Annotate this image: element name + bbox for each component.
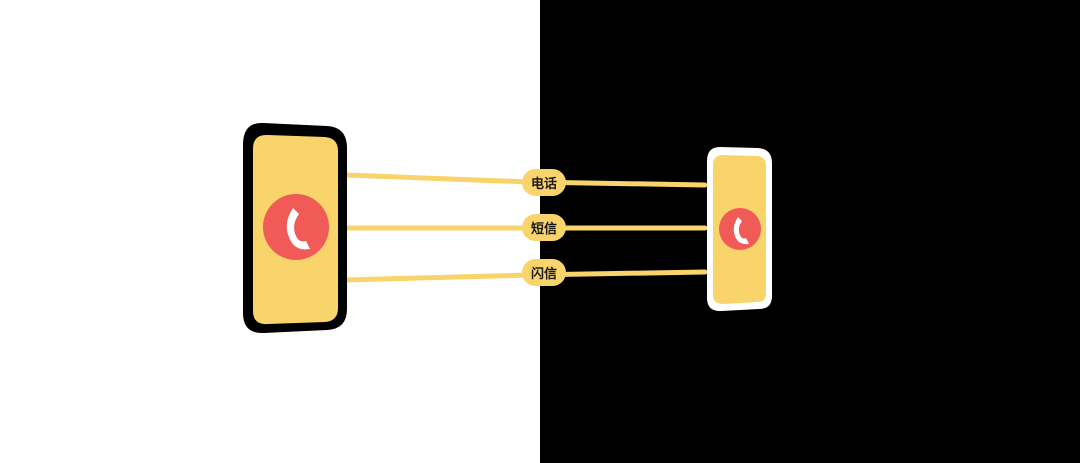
phone-handset-icon <box>733 217 749 245</box>
link-label-sms: 短信 <box>522 214 566 241</box>
left-device <box>243 122 347 334</box>
right-call-button <box>719 208 761 250</box>
link-label-flash-sms-text: 闪信 <box>531 266 557 282</box>
dark-background-panel <box>540 0 1080 463</box>
link-label-call: 电话 <box>522 169 566 196</box>
left-call-button <box>263 194 329 260</box>
link-label-flash-sms: 闪信 <box>522 259 566 286</box>
right-device <box>707 147 772 312</box>
link-label-sms-text: 短信 <box>531 221 557 237</box>
phone-handset-icon <box>286 208 310 250</box>
link-label-call-text: 电话 <box>531 176 557 192</box>
